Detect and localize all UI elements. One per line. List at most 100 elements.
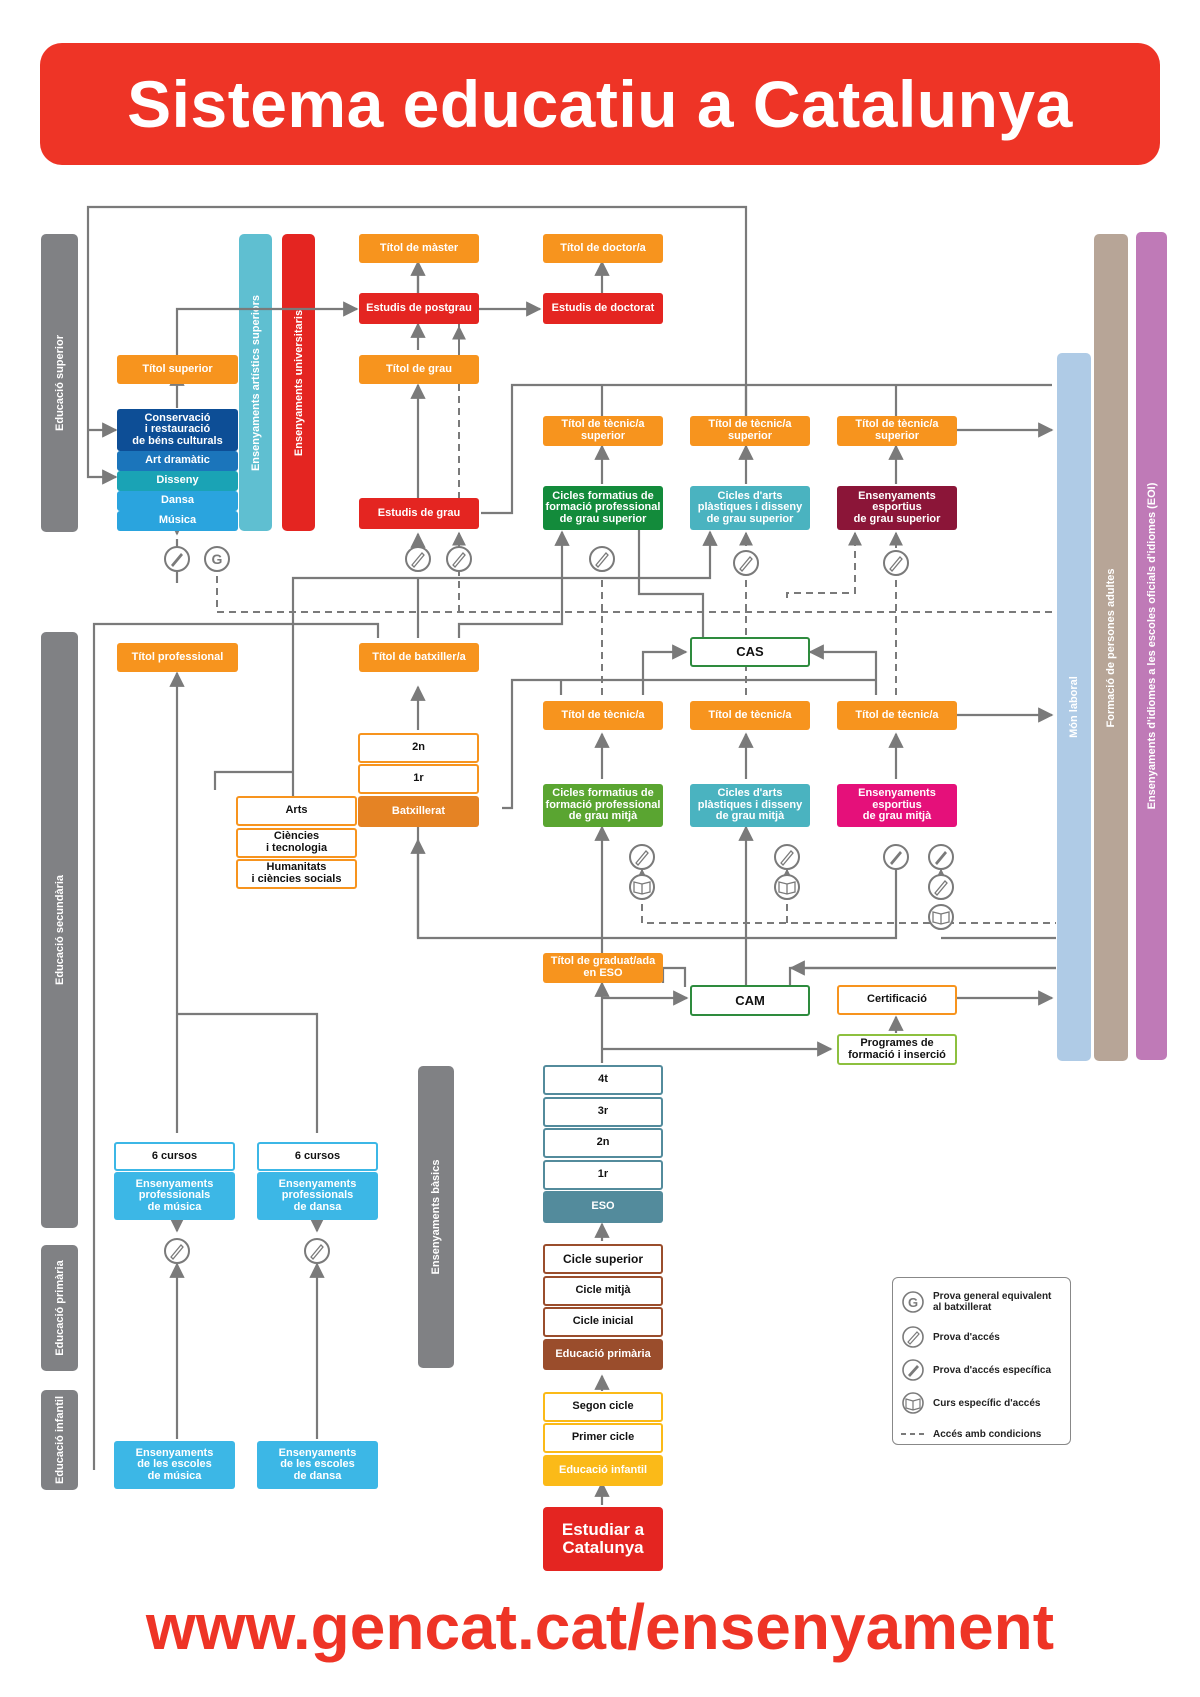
cicle-mitja-box: Cicle mitjà — [543, 1276, 663, 1306]
cicles-arts-superior-box: Cicles d'arts plàstiques i disseny de gr… — [690, 486, 810, 530]
estudiar-a-catalunya-box[interactable]: Estudiar a Catalunya — [543, 1507, 663, 1571]
eso-4t-box: 4t — [543, 1065, 663, 1095]
test-icons — [164, 546, 954, 1264]
eso-1r-box: 1r — [543, 1160, 663, 1190]
cas-box: CAS — [690, 637, 810, 667]
escoles-dansa-box: Ensenyaments de les escoles de dansa — [257, 1441, 378, 1489]
titol-tecnic-superior-1: Títol de tècnic/a superior — [543, 416, 663, 446]
legend-row-curs-especific: Curs específic d'accés — [901, 1391, 1040, 1415]
prova-especifica-icon — [883, 844, 909, 870]
titol-tecnic-1: Títol de tècnic/a — [543, 701, 663, 730]
bar-ensenyaments-basics: Ensenyaments bàsics — [418, 1066, 454, 1368]
educacio-primaria-box: Educació primària — [543, 1339, 663, 1370]
dansa-box: Dansa — [117, 491, 238, 511]
title-banner: Sistema educatiu a Catalunya — [40, 43, 1160, 165]
educacio-infantil-box: Educació infantil — [543, 1455, 663, 1486]
estudis-postgrau-box: Estudis de postgrau — [359, 293, 479, 324]
certificacio-box: Certificació — [837, 985, 957, 1015]
legend-g-letter: G — [908, 1295, 918, 1310]
prova-acces-icon — [629, 844, 655, 870]
batxillerat-box: Batxillerat — [358, 796, 479, 827]
escoles-musica-box: Ensenyaments de les escoles de música — [114, 1441, 235, 1489]
prova-acces-icon — [901, 1325, 925, 1349]
eso-box: ESO — [543, 1191, 663, 1223]
titol-master-box: Títol de màster — [359, 234, 479, 263]
bar-idiomes-eoi: Ensenyaments d'idiomes a les escoles ofi… — [1136, 232, 1167, 1060]
curs-especific-icon — [928, 904, 954, 930]
prova-especifica-icon — [928, 844, 954, 870]
titol-tecnic-superior-3: Títol de tècnic/a superior — [837, 416, 957, 446]
bar-educacio-secundaria: Educació secundària — [41, 632, 78, 1228]
batxillerat-1r-box: 1r — [358, 764, 479, 794]
esportius-mitja-box: Ensenyaments esportius de grau mitjà — [837, 784, 957, 827]
cicles-fp-superior-box: Cicles formatius de formació professiona… — [543, 486, 663, 530]
bar-educacio-primaria: Educació primària — [41, 1245, 78, 1371]
esportius-superior-box: Ensenyaments esportius de grau superior — [837, 486, 957, 530]
titol-superior-box: Títol superior — [117, 355, 238, 384]
curs-especific-icon — [774, 874, 800, 900]
prova-especifica-icon — [164, 546, 190, 572]
segon-cicle-box: Segon cicle — [543, 1392, 663, 1422]
eso-3r-box: 3r — [543, 1097, 663, 1127]
arts-modality: Arts — [236, 796, 357, 826]
footer-url[interactable]: www.gencat.cat/ensenyament — [145, 1591, 1055, 1663]
prova-acces-icon — [928, 874, 954, 900]
cicles-fp-mitja-box: Cicles formatius de formació professiona… — [543, 784, 663, 827]
cursos-musica-box: 6 cursos — [114, 1142, 235, 1171]
bar-persones-adultes: Formació de persones adultes — [1094, 234, 1128, 1061]
curs-especific-icon — [629, 874, 655, 900]
legend-label: Prova general equivalent al batxillerat — [933, 1290, 1052, 1314]
disseny-box: Disseny — [117, 471, 238, 491]
legend-label: Prova d'accés — [933, 1331, 1000, 1343]
page-title: Sistema educatiu a Catalunya — [127, 67, 1073, 141]
legend-label: Curs específic d'accés — [933, 1397, 1041, 1409]
conservacio-box: Conservació i restauració de béns cultur… — [117, 409, 238, 451]
titol-grau-box: Títol de grau — [359, 355, 479, 384]
prova-especifica-icon — [901, 1358, 925, 1382]
titol-professional-box: Títol professional — [117, 643, 238, 672]
batxillerat-2n-box: 2n — [358, 733, 479, 763]
g-prova-general-icon — [204, 546, 230, 572]
bar-universitaris: Ensenyaments universitaris — [282, 234, 315, 531]
professionals-dansa-box: Ensenyaments professionals de dansa — [257, 1172, 378, 1220]
bar-educacio-infantil: Educació infantil — [41, 1390, 78, 1490]
prova-acces-icon — [589, 546, 615, 572]
cicles-arts-mitja-box: Cicles d'arts plàstiques i disseny de gr… — [690, 784, 810, 827]
cicle-inicial-box: Cicle inicial — [543, 1307, 663, 1337]
humanitats-modality: Humanitats i ciències socials — [236, 859, 357, 889]
bar-educacio-superior: Educació superior — [41, 234, 78, 532]
art-dramatic-box: Art dramàtic — [117, 451, 238, 471]
legend-label: Accés amb condicions — [933, 1428, 1042, 1440]
bar-mon-laboral: Món laboral — [1057, 353, 1091, 1061]
musica-box: Música — [117, 511, 238, 531]
cam-box: CAM — [690, 985, 810, 1016]
titol-graduat-eso-box: Títol de graduat/ada en ESO — [543, 953, 663, 983]
legend: G Prova general equivalent al batxillera… — [892, 1277, 1071, 1445]
bar-artistics-superiors: Ensenyaments artístics superiors — [239, 234, 272, 531]
legend-row-prova-especifica: Prova d'accés específica — [901, 1358, 1051, 1382]
book-icon — [901, 1391, 925, 1415]
titol-tecnic-2: Títol de tècnic/a — [690, 701, 810, 730]
cursos-dansa-box: 6 cursos — [257, 1142, 378, 1171]
programes-formacio-box: Programes de formació i inserció — [837, 1034, 957, 1065]
titol-tecnic-superior-2: Títol de tècnic/a superior — [690, 416, 810, 446]
g-letter: G — [212, 551, 223, 567]
cicle-superior-box: Cicle superior — [543, 1244, 663, 1274]
estudis-doctorat-box: Estudis de doctorat — [543, 293, 663, 324]
g-prova-general-icon: G — [901, 1290, 925, 1314]
prova-acces-icon — [446, 546, 472, 572]
titol-tecnic-3: Títol de tècnic/a — [837, 701, 957, 730]
legend-row-prova-acces: Prova d'accés — [901, 1325, 1000, 1349]
titol-batxiller-box: Títol de batxiller/a — [359, 643, 479, 672]
titol-doctor-box: Títol de doctor/a — [543, 234, 663, 263]
prova-acces-icon — [883, 550, 909, 576]
legend-label: Prova d'accés específica — [933, 1364, 1052, 1376]
ciencies-modality: Ciències i tecnologia — [236, 828, 357, 858]
dashed-line-icon — [901, 1422, 925, 1446]
prova-acces-icon — [733, 550, 759, 576]
legend-row-acces-condicions: Accés amb condicions — [901, 1422, 1041, 1446]
legend-row-g: G Prova general equivalent al batxillera… — [901, 1290, 1051, 1314]
prova-acces-icon — [304, 1238, 330, 1264]
primer-cicle-box: Primer cicle — [543, 1423, 663, 1453]
